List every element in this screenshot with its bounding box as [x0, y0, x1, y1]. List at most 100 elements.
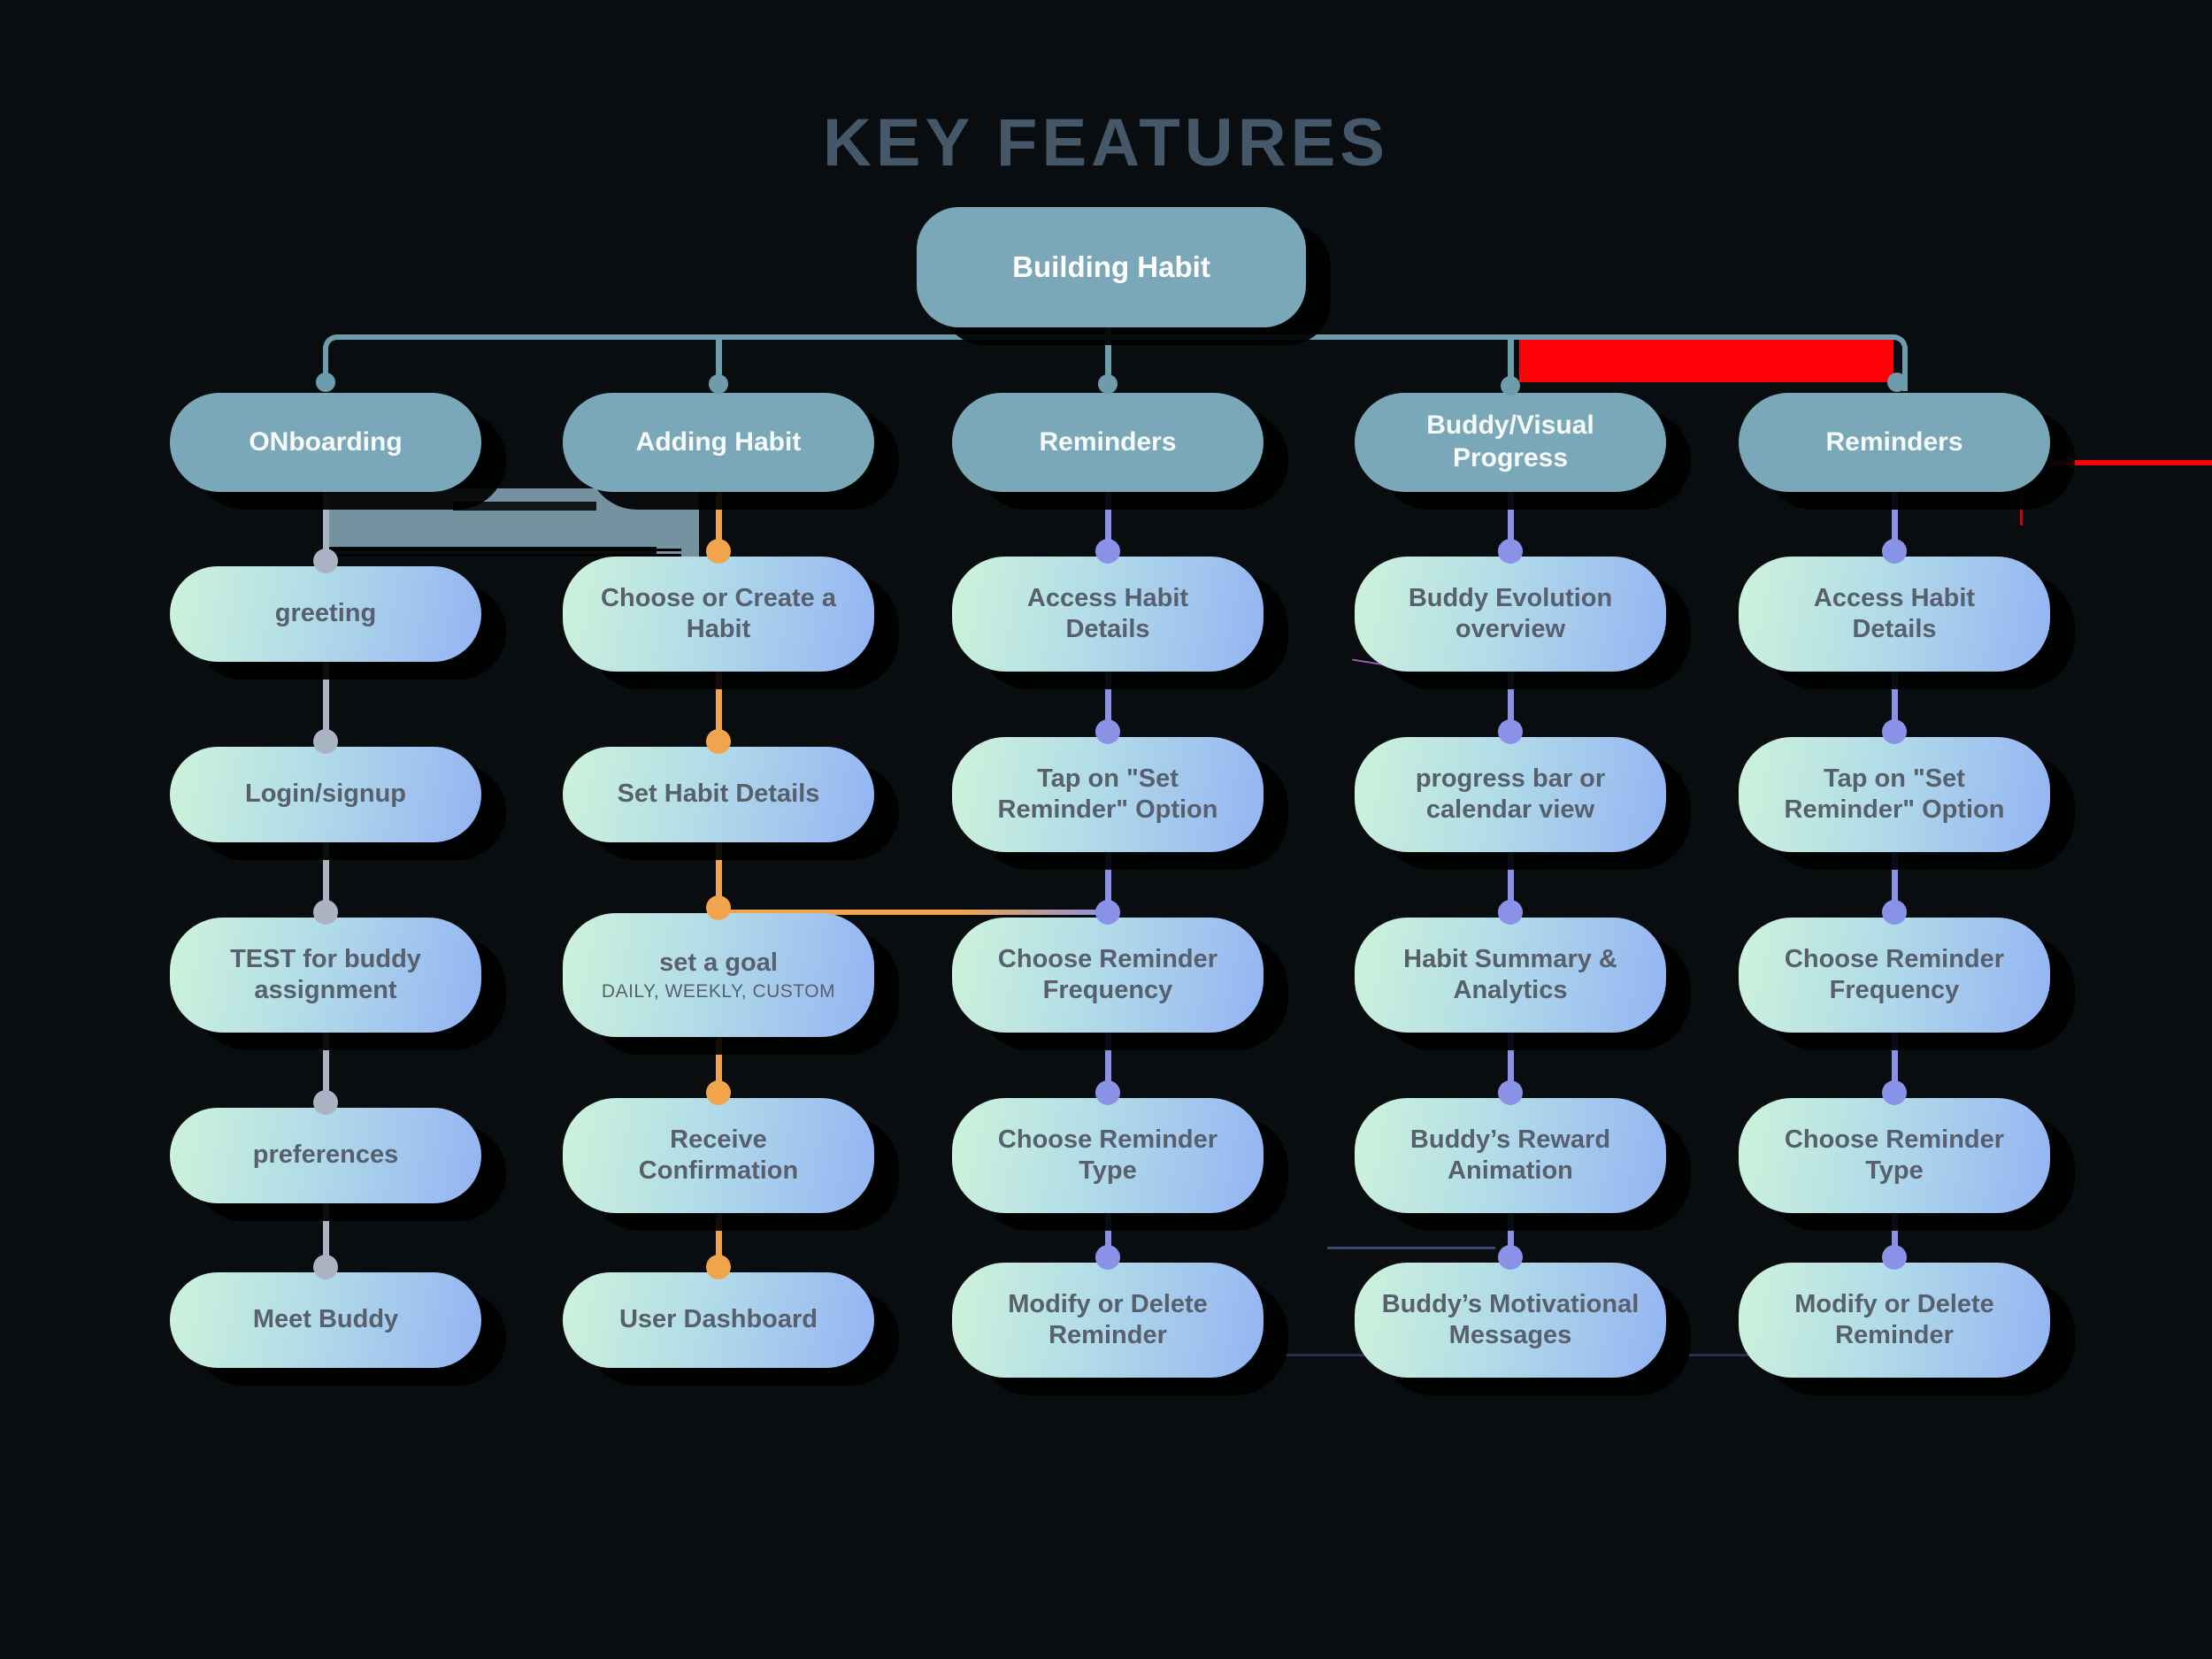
dot-branch2	[709, 374, 728, 394]
connector-col4-r3-r4	[1508, 975, 1514, 1093]
node-preferences-label: preferences	[252, 1141, 399, 1170]
node-tap-set-reminder-2-label: Tap on "Set Reminder" Option	[1784, 764, 2005, 824]
root-node-label: Building Habit	[1012, 250, 1210, 283]
branch-onboarding[interactable]: ONboarding	[170, 393, 481, 492]
dot-col3-r5	[1095, 1245, 1120, 1270]
connector-col1-r3-r4	[323, 975, 329, 1102]
node-modify-delete-reminder-1[interactable]: Modify or Delete Reminder	[952, 1263, 1263, 1378]
node-set-a-goal[interactable]: set a goal DAILY, WEEKLY, CUSTOM	[563, 913, 874, 1037]
branch3-drop-connector	[1105, 336, 1111, 386]
node-buddy-evolution-overview-label: Buddy Evolution overview	[1408, 583, 1613, 643]
root-node[interactable]: Building Habit	[917, 207, 1306, 327]
branch-reminders-2[interactable]: Reminders	[1739, 393, 2050, 492]
node-user-dashboard[interactable]: User Dashboard	[563, 1272, 874, 1368]
node-progress-bar-calendar-label: progress bar or calendar view	[1415, 764, 1606, 824]
node-access-habit-details-2-label: Access Habit Details	[1813, 583, 1976, 643]
connector-col2-h-r1	[716, 485, 722, 551]
node-login-signup-label: Login/signup	[244, 780, 406, 809]
dot-col1-r4	[313, 1090, 338, 1115]
dot-col4-r1	[1498, 539, 1523, 564]
dot-col2-r5	[706, 1255, 731, 1279]
node-choose-reminder-frequency-1-label: Choose Reminder Frequency	[997, 944, 1218, 1004]
node-modify-delete-reminder-1-label: Modify or Delete Reminder	[1008, 1289, 1208, 1349]
node-greeting-label: greeting	[274, 599, 377, 628]
node-buddy-motivational-messages-label: Buddy’s Motivational Messages	[1381, 1289, 1640, 1349]
node-choose-create-habit-label: Choose or Create a Habit	[601, 583, 836, 643]
node-choose-reminder-frequency-2[interactable]: Choose Reminder Frequency	[1739, 918, 2050, 1033]
ribbon-shadow-line-2	[327, 554, 681, 557]
branch-reminders-1[interactable]: Reminders	[952, 393, 1263, 492]
ribbon-shadow-stripe	[453, 502, 596, 511]
node-access-habit-details-1[interactable]: Access Habit Details	[952, 557, 1263, 672]
connector-col1-r1-r2	[323, 614, 329, 741]
branch-adding-habit-label: Adding Habit	[635, 426, 802, 457]
node-choose-reminder-type-2-label: Choose Reminder Type	[1784, 1125, 2005, 1185]
connector-col3-r1-r2	[1105, 614, 1111, 732]
node-buddy-reward-animation-label: Buddy’s Reward Animation	[1409, 1125, 1611, 1185]
branch-buddy-visual-progress[interactable]: Buddy/Visual Progress	[1355, 393, 1666, 492]
branch2-drop-connector	[716, 336, 722, 386]
node-tap-set-reminder-2[interactable]: Tap on "Set Reminder" Option	[1739, 737, 2050, 852]
dot-branch4	[1501, 376, 1520, 396]
dot-col3-r4	[1095, 1080, 1120, 1105]
connector-col4-h-r1	[1508, 485, 1514, 551]
branch-buddy-visual-progress-label: Buddy/Visual Progress	[1426, 411, 1594, 472]
node-access-habit-details-2[interactable]: Access Habit Details	[1739, 557, 2050, 672]
node-habit-summary-analytics[interactable]: Habit Summary & Analytics	[1355, 918, 1666, 1033]
node-set-habit-details[interactable]: Set Habit Details	[563, 747, 874, 842]
node-preferences[interactable]: preferences	[170, 1108, 481, 1203]
node-progress-bar-calendar[interactable]: progress bar or calendar view	[1355, 737, 1666, 852]
connector-col2-r2-r3	[716, 795, 722, 908]
node-choose-reminder-type-1-label: Choose Reminder Type	[997, 1125, 1218, 1185]
node-buddy-reward-animation[interactable]: Buddy’s Reward Animation	[1355, 1098, 1666, 1213]
node-tap-set-reminder-1[interactable]: Tap on "Set Reminder" Option	[952, 737, 1263, 852]
connector-col3-r3-r4	[1105, 975, 1111, 1093]
dot-col2-r1	[706, 539, 731, 564]
node-choose-reminder-type-1[interactable]: Choose Reminder Type	[952, 1098, 1263, 1213]
node-choose-reminder-type-2[interactable]: Choose Reminder Type	[1739, 1098, 2050, 1213]
dot-col4-r2	[1498, 719, 1523, 744]
connector-col4-r1-r2	[1508, 614, 1514, 732]
branch4-drop-connector	[1508, 336, 1514, 388]
node-habit-summary-analytics-label: Habit Summary & Analytics	[1403, 944, 1617, 1004]
connector-col2-r1-r2	[716, 614, 722, 741]
red-marker-bar	[1519, 340, 1893, 382]
branch-adding-habit[interactable]: Adding Habit	[563, 393, 874, 492]
dot-col3-r2	[1095, 719, 1120, 744]
node-tap-set-reminder-1-label: Tap on "Set Reminder" Option	[997, 764, 1218, 824]
connector-col5-h-r1	[1892, 485, 1898, 551]
node-greeting[interactable]: greeting	[170, 566, 481, 662]
connector-col1-h-r1	[323, 485, 329, 561]
gray-ribbon	[324, 488, 681, 547]
node-choose-reminder-frequency-1[interactable]: Choose Reminder Frequency	[952, 918, 1263, 1033]
dot-col1-r3	[313, 900, 338, 925]
dot-col2-r2	[706, 729, 731, 754]
node-meet-buddy[interactable]: Meet Buddy	[170, 1272, 481, 1368]
node-receive-confirmation-label: Receive Confirmation	[638, 1125, 799, 1185]
node-buddy-motivational-messages[interactable]: Buddy’s Motivational Messages	[1355, 1263, 1666, 1378]
root-stub-connector	[1105, 324, 1111, 338]
node-user-dashboard-label: User Dashboard	[618, 1305, 818, 1334]
dot-col5-r2	[1882, 719, 1907, 744]
branch-reminders-2-label: Reminders	[1825, 426, 1963, 457]
dot-col5-r5	[1882, 1245, 1907, 1270]
node-test-buddy-assignment[interactable]: TEST for buddy assignment	[170, 918, 481, 1033]
connector-col5-r1-r2	[1892, 614, 1898, 732]
red-marker-line	[2051, 460, 2212, 465]
node-meet-buddy-label: Meet Buddy	[252, 1305, 399, 1334]
dot-col5-r4	[1882, 1080, 1907, 1105]
node-choose-create-habit[interactable]: Choose or Create a Habit	[563, 557, 874, 672]
goal-frequency-link-connector	[718, 910, 1110, 915]
node-login-signup[interactable]: Login/signup	[170, 747, 481, 842]
node-buddy-evolution-overview[interactable]: Buddy Evolution overview	[1355, 557, 1666, 672]
node-modify-delete-reminder-2[interactable]: Modify or Delete Reminder	[1739, 1263, 2050, 1378]
connector-col1-r2-r3	[323, 795, 329, 912]
dot-col1-r1	[313, 549, 338, 573]
node-receive-confirmation[interactable]: Receive Confirmation	[563, 1098, 874, 1213]
node-choose-reminder-frequency-2-label: Choose Reminder Frequency	[1784, 944, 2005, 1004]
dot-branch3	[1098, 374, 1118, 394]
stray-line-1	[1327, 1247, 1495, 1249]
dot-col5-r3	[1882, 900, 1907, 925]
node-set-habit-details-label: Set Habit Details	[617, 780, 820, 809]
